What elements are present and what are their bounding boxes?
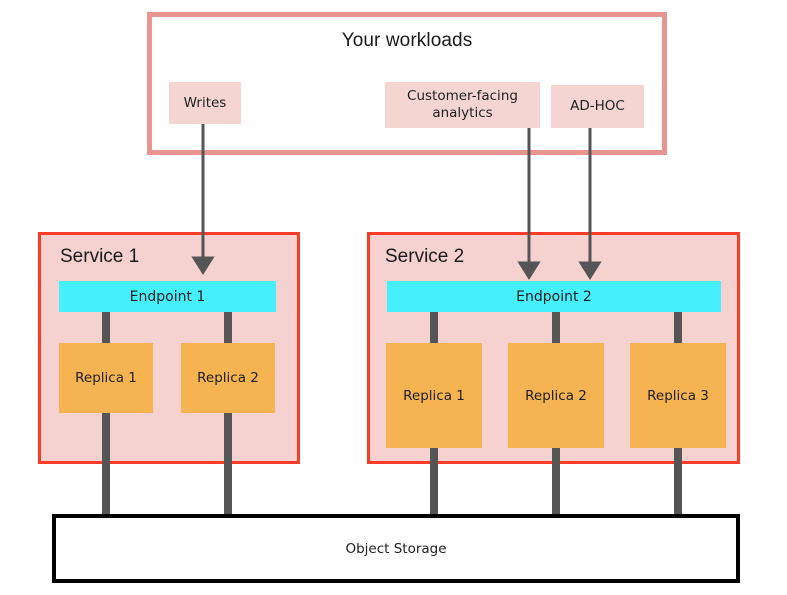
object-storage-box[interactable]: Object Storage — [52, 514, 740, 583]
connector-service2-replica2-storage — [552, 448, 560, 518]
workload-chip-customer-facing-analytics[interactable]: Customer-facing analytics — [385, 82, 540, 128]
connector-service2-replica1-storage — [430, 448, 438, 518]
endpoint-2[interactable]: Endpoint 2 — [387, 281, 721, 312]
service2-replica-3[interactable]: Replica 3 — [630, 343, 726, 448]
connector-service1-replica1-storage — [102, 413, 110, 518]
service2-replica-1[interactable]: Replica 1 — [386, 343, 482, 448]
connector-service1-replica2-storage — [224, 413, 232, 518]
endpoint-1[interactable]: Endpoint 1 — [59, 281, 276, 312]
workload-chip-ad-hoc[interactable]: AD-HOC — [551, 85, 644, 128]
workloads-title: Your workloads — [341, 30, 473, 51]
workload-chip-writes[interactable]: Writes — [169, 82, 241, 124]
service1-replica-2[interactable]: Replica 2 — [181, 343, 275, 413]
service2-replica-2[interactable]: Replica 2 — [508, 343, 604, 448]
connector-service2-replica3-storage — [674, 448, 682, 518]
connector-endpoint1-replica1 — [102, 312, 110, 344]
connector-endpoint2-replica1 — [430, 312, 438, 344]
service-label-1: Service 1 — [60, 246, 140, 267]
service1-replica-1[interactable]: Replica 1 — [59, 343, 153, 413]
service-label-2: Service 2 — [385, 246, 465, 267]
connector-endpoint2-replica2 — [552, 312, 560, 344]
connector-endpoint2-replica3 — [674, 312, 682, 344]
connector-endpoint1-replica2 — [224, 312, 232, 344]
